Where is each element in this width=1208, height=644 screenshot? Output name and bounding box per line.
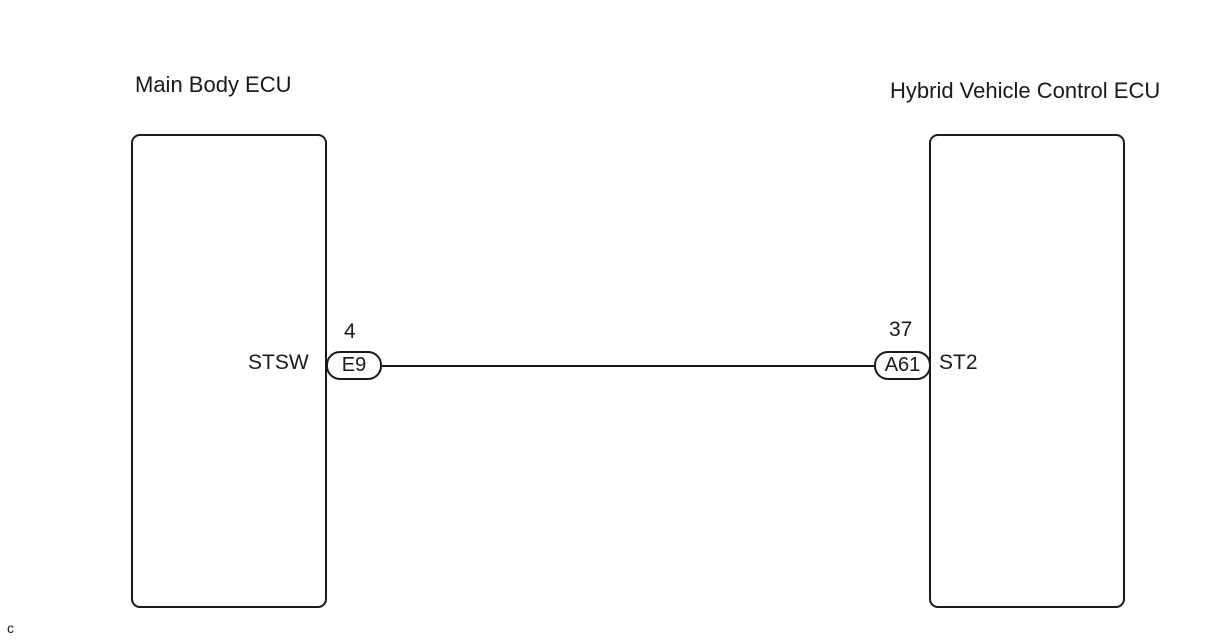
corner-mark: c	[7, 620, 14, 636]
st2-terminal-label: ST2	[939, 351, 978, 374]
stsw-terminal-label: STSW	[248, 351, 309, 374]
hybrid-vehicle-control-ecu-box	[929, 134, 1125, 608]
main-body-ecu-box	[131, 134, 327, 608]
main-body-ecu-title: Main Body ECU	[135, 72, 292, 97]
wire-stsw-st2	[382, 365, 876, 367]
pin-37-label: 37	[889, 318, 913, 341]
connector-e9-label: E9	[341, 354, 367, 376]
hybrid-vehicle-control-ecu-title: Hybrid Vehicle Control ECU	[890, 78, 1161, 103]
pin-4-label: 4	[344, 320, 356, 343]
connector-a61-label: A61	[884, 354, 921, 376]
connector-e9: E9	[326, 351, 382, 380]
connector-a61: A61	[874, 351, 931, 380]
